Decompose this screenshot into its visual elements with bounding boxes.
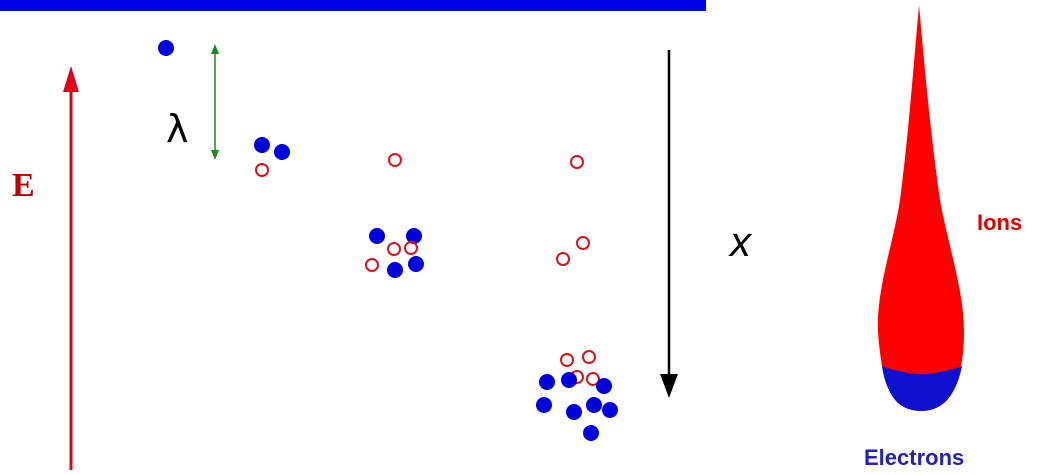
electron bbox=[583, 425, 599, 441]
electrons-label: Electrons bbox=[864, 445, 964, 470]
avalanche-charge-cloud bbox=[877, 5, 964, 411]
ion-cloud bbox=[877, 5, 964, 411]
ion bbox=[556, 252, 570, 266]
ion bbox=[387, 242, 401, 256]
electron bbox=[596, 378, 612, 394]
avalanche-stage-2 bbox=[254, 137, 290, 177]
drift-direction-arrow bbox=[660, 50, 678, 398]
lambda-label: λ bbox=[166, 107, 189, 151]
mean-free-path-arrow bbox=[211, 44, 219, 160]
avalanche-stage-1 bbox=[158, 40, 174, 56]
avalanche-stage-3 bbox=[365, 153, 424, 278]
electron bbox=[586, 397, 602, 413]
ion bbox=[576, 236, 590, 250]
electron bbox=[566, 404, 582, 420]
ion bbox=[560, 353, 574, 367]
electron bbox=[158, 40, 174, 56]
ions-label: Ions bbox=[977, 210, 1022, 235]
electron bbox=[536, 397, 552, 413]
electron-cloud bbox=[882, 366, 962, 411]
top-bar bbox=[0, 0, 706, 11]
ion bbox=[586, 372, 600, 386]
electron bbox=[387, 262, 403, 278]
electron bbox=[274, 144, 290, 160]
ion bbox=[404, 241, 418, 255]
ion bbox=[582, 350, 596, 364]
electron bbox=[369, 228, 385, 244]
distance-label: x bbox=[728, 218, 753, 265]
electron bbox=[408, 256, 424, 272]
electron bbox=[406, 228, 422, 244]
electron bbox=[561, 372, 577, 388]
electron bbox=[602, 402, 618, 418]
electron bbox=[254, 137, 270, 153]
ion bbox=[255, 163, 269, 177]
electric-field-arrow bbox=[63, 66, 79, 470]
ion bbox=[365, 258, 379, 272]
electron bbox=[539, 374, 555, 390]
ion bbox=[570, 155, 584, 169]
ion bbox=[388, 153, 402, 167]
electric-field-label: E bbox=[12, 167, 35, 204]
avalanche-stage-4 bbox=[536, 155, 618, 441]
